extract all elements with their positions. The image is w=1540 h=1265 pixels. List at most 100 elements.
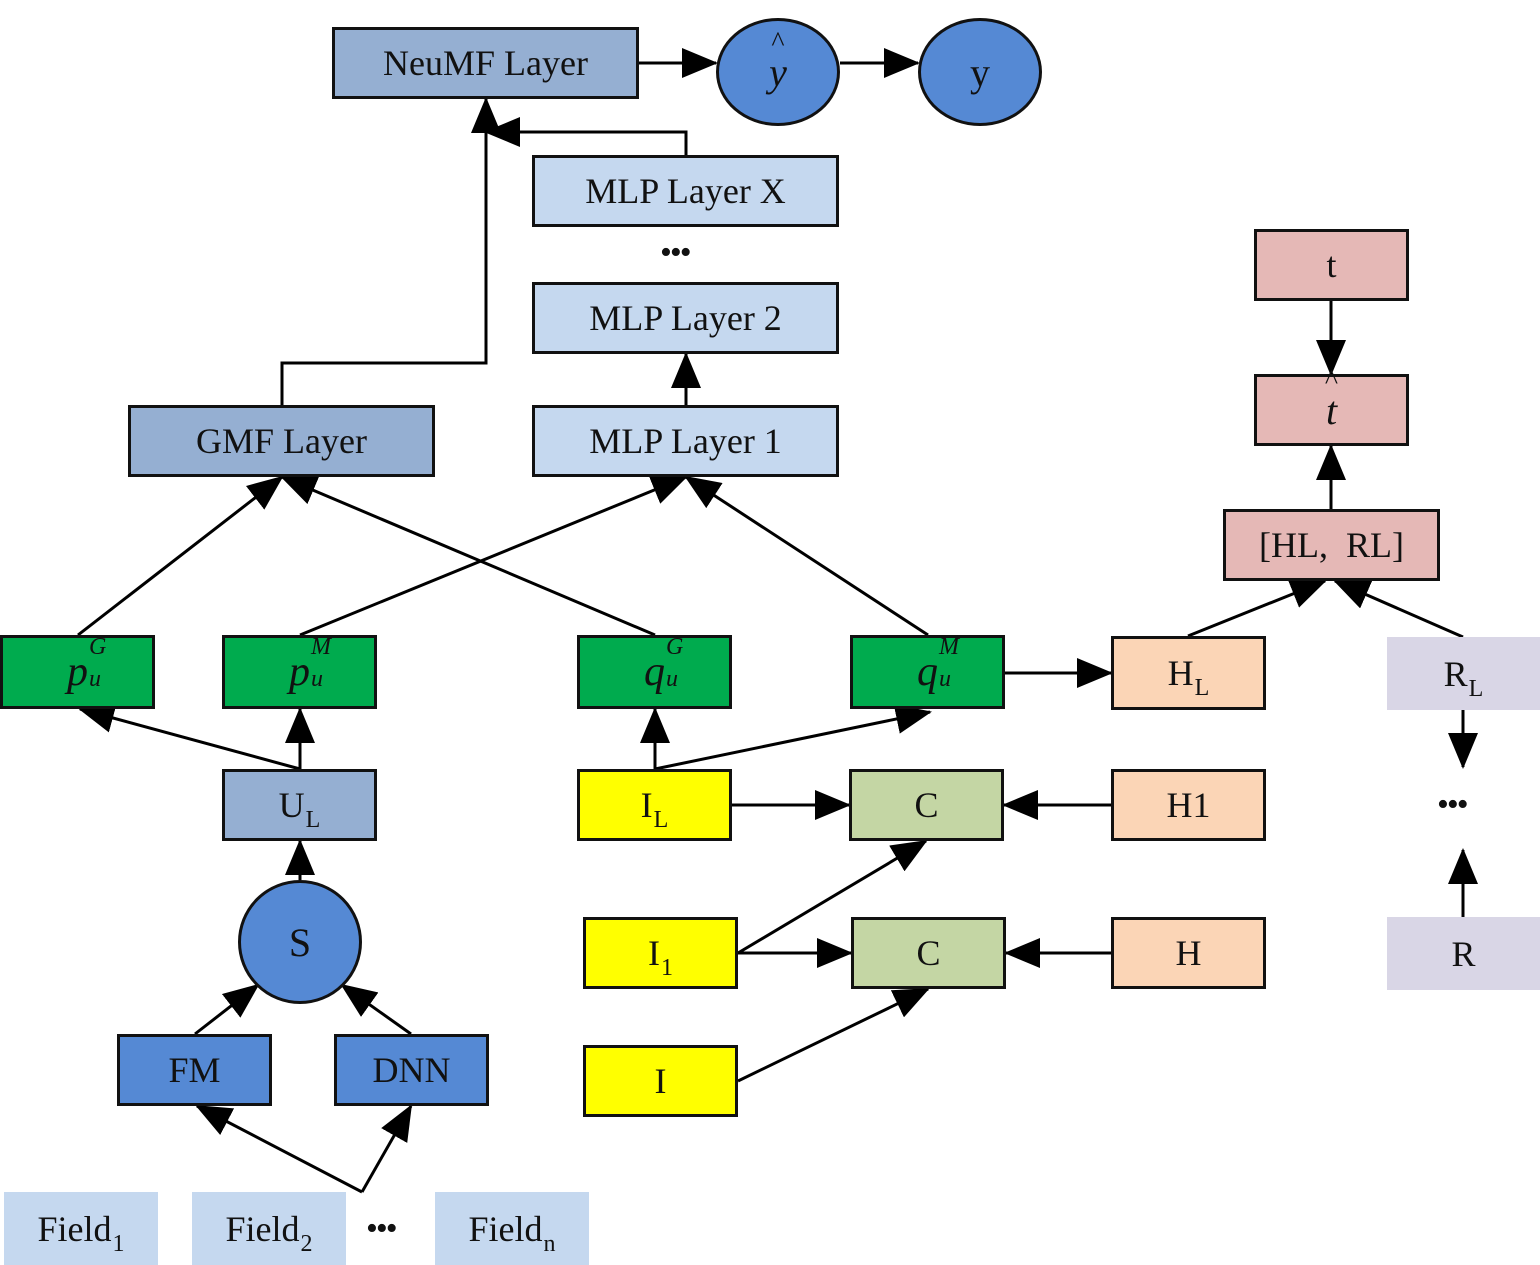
edge-q-m-to-mlp-1	[684, 475, 929, 637]
gmf-layer-node: GMF Layer	[128, 405, 435, 477]
field-ellipsis: •••	[366, 1210, 398, 1247]
c-bottom-node: C	[851, 917, 1006, 989]
i-l-base: I	[640, 785, 653, 825]
q-u-g-base: q	[644, 649, 665, 695]
fm-node: FM	[117, 1034, 272, 1106]
p-u-g-sup: G	[89, 634, 107, 660]
edge-mlp-x-to-neumf	[484, 117, 688, 155]
h1-label: H1	[1166, 785, 1211, 825]
field-n-label: Fieldn	[468, 1208, 555, 1257]
t-label: t	[1326, 245, 1337, 285]
p-u-m-label: p M u	[289, 634, 331, 696]
mlp-layer-2-label: MLP Layer 2	[589, 298, 782, 338]
r-l-label: RL	[1443, 653, 1484, 702]
p-u-m-base: p	[289, 649, 310, 695]
i-1-node: I1	[583, 917, 738, 989]
p-u-m-sub: u	[311, 666, 323, 692]
h-l-node: HL	[1111, 636, 1266, 710]
field-1-sub: 1	[112, 1230, 125, 1257]
q-u-g-sup: G	[666, 634, 684, 660]
i-1-label: I1	[648, 932, 673, 981]
field-2-base: Field	[225, 1208, 300, 1249]
q-u-m-node: q M u	[850, 634, 1005, 709]
mlp-layer-x-label: MLP Layer X	[585, 171, 786, 211]
field-1-base: Field	[37, 1208, 112, 1249]
s-label: S	[288, 919, 312, 965]
field-n-node: Fieldn	[435, 1192, 589, 1265]
edge-q-g-to-gmf	[280, 475, 656, 637]
edge-i-to-c-bottom	[737, 987, 930, 1083]
q-u-m-sup: M	[939, 634, 959, 660]
concat-node: [HL, RL]	[1223, 509, 1440, 581]
q-u-m-sub: u	[939, 666, 951, 692]
h1-node: H1	[1111, 769, 1266, 841]
i-l-label: IL	[640, 784, 669, 833]
field-2-node: Field2	[192, 1192, 346, 1265]
field-2-sub: 2	[300, 1230, 313, 1257]
edge-h-l-to-concat	[1187, 579, 1327, 638]
mlp-layer-2-node: MLP Layer 2	[532, 282, 839, 354]
field-n-sub: n	[543, 1230, 556, 1257]
edge-field-2-to-fm	[195, 1104, 363, 1194]
edge-dnn-to-s	[340, 983, 412, 1036]
r-l-node: RL	[1387, 637, 1540, 710]
q-u-g-sub: u	[666, 666, 678, 692]
c-top-node: C	[849, 769, 1004, 841]
field-2-label: Field2	[225, 1208, 312, 1257]
i-l-node: IL	[577, 769, 732, 841]
q-u-g-label: q G u	[644, 634, 683, 696]
h-l-sub: L	[1194, 675, 1210, 701]
field-1-node: Field1	[4, 1192, 158, 1265]
p-u-g-node: p G u	[0, 634, 155, 709]
r-ellipsis: •••	[1437, 786, 1469, 823]
p-u-m-node: p M u	[222, 634, 377, 709]
c-bottom-label: C	[916, 933, 941, 973]
field-1-label: Field1	[37, 1208, 124, 1257]
edge-i-l-to-q-m	[654, 704, 932, 771]
i-1-base: I	[648, 933, 660, 973]
neumf-layer-node: NeuMF Layer	[332, 27, 639, 99]
p-u-m-sup: M	[311, 634, 331, 660]
p-u-g-label: p G u	[67, 634, 106, 696]
y-node: y	[918, 18, 1042, 126]
p-u-g-sub: u	[89, 666, 101, 692]
mlp-layer-1-node: MLP Layer 1	[532, 405, 839, 477]
q-u-g-node: q G u	[577, 634, 732, 709]
edge-fm-to-s	[194, 983, 260, 1036]
dnn-label: DNN	[372, 1050, 451, 1090]
u-l-base: U	[278, 785, 305, 825]
edge-p-m-to-mlp-1	[299, 475, 688, 637]
edge-i-1-to-c-top	[737, 839, 928, 955]
h-l-label: HL	[1168, 652, 1210, 701]
edge-gmf-to-neumf	[280, 97, 501, 405]
r-node: R	[1387, 917, 1540, 990]
fm-label: FM	[168, 1050, 221, 1090]
t-hat-node: t	[1254, 374, 1409, 446]
dnn-node: DNN	[334, 1034, 489, 1106]
y-hat-node: y	[716, 18, 840, 126]
r-l-base: R	[1443, 653, 1468, 694]
h-node: H	[1111, 917, 1266, 989]
q-u-m-base: q	[917, 649, 938, 695]
i-l-sub: L	[653, 807, 669, 833]
edge-p-g-to-gmf	[77, 475, 284, 637]
gmf-layer-label: GMF Layer	[196, 421, 367, 461]
y-hat-label: y	[769, 49, 787, 96]
q-u-m-label: q M u	[917, 634, 959, 696]
field-n-base: Field	[468, 1208, 543, 1249]
edge-u-l-to-p-g	[78, 703, 301, 771]
r-l-sub: L	[1468, 675, 1484, 702]
t-node: t	[1254, 229, 1409, 301]
edge-r-l-to-concat	[1333, 579, 1464, 639]
concat-label: [HL, RL]	[1259, 525, 1404, 565]
mlp-layer-x-node: MLP Layer X	[532, 155, 839, 227]
p-u-g-base: p	[67, 649, 88, 695]
mlp-ellipsis: •••	[660, 234, 692, 271]
t-hat-label: t	[1326, 387, 1337, 434]
u-l-sub: L	[305, 807, 321, 833]
s-node: S	[238, 880, 362, 1004]
i-1-sub: 1	[661, 955, 673, 981]
neumf-layer-label: NeuMF Layer	[383, 43, 588, 83]
